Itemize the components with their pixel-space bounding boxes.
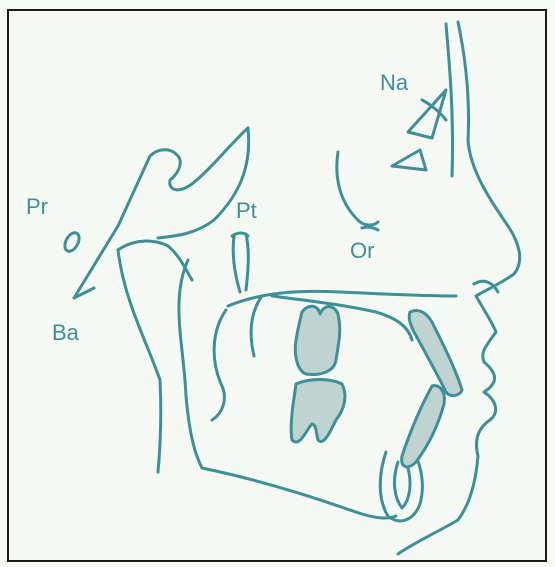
lower-molar [291, 380, 345, 443]
pterygoid-fissure [232, 233, 248, 292]
facial-profile-outline [398, 22, 520, 554]
upper-incisor [409, 310, 462, 395]
mandible-ramus-inner [179, 260, 202, 468]
landmark-label-nasion: Na [380, 72, 408, 94]
porion-ring [62, 230, 82, 253]
palatal-plane [228, 291, 456, 306]
nasal-contour [446, 24, 453, 176]
mandible-body-lower [202, 468, 396, 518]
mandible-ramus-posterior [118, 250, 161, 472]
landmark-label-porion: Pr [26, 196, 48, 218]
upper-molar [295, 306, 339, 374]
nasal-bone-triangle [392, 150, 426, 170]
maxilla-contour [272, 296, 412, 340]
coronoid-process [251, 296, 262, 356]
orbitale-mark [362, 227, 378, 230]
symphysis-inner [395, 462, 410, 508]
mandible-condyle-arc [212, 310, 226, 420]
landmark-label-pt-point: Pt [236, 200, 257, 222]
landmark-label-orbitale: Or [350, 240, 374, 262]
sella-turcica [74, 128, 249, 298]
landmark-label-basion: Ba [52, 322, 79, 344]
lower-incisor [402, 386, 445, 467]
cranial-base-lower [118, 241, 192, 280]
orbit-contour [337, 152, 378, 225]
